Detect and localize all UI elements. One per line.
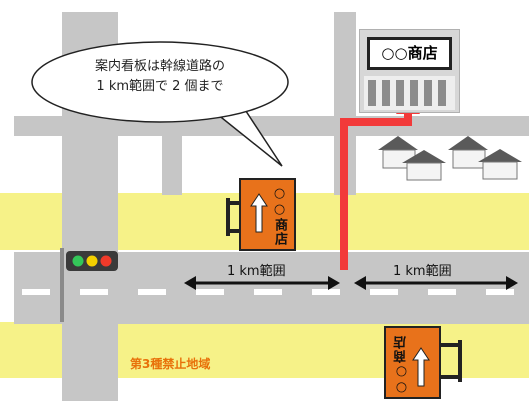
zone-label: 第3種禁止地域	[130, 357, 211, 371]
range-arrow-left	[184, 276, 340, 290]
house-icon	[402, 150, 446, 181]
callout-line-2: 1 km範囲で 2 個まで	[96, 79, 224, 94]
guide-sign-upper	[226, 178, 296, 251]
range-arrow-right	[354, 276, 518, 290]
shop-name: ○○商店	[367, 37, 452, 70]
house-icon	[448, 136, 488, 169]
upper-sign-text: ○○商店	[272, 186, 287, 246]
callout-text: 案内看板は幹線道路の 1 km範囲で 2 個まで	[60, 57, 260, 97]
callout-bubble	[31, 41, 289, 167]
range-label-right: 1 km範囲	[393, 264, 452, 279]
shop-storefront	[364, 76, 455, 110]
lower-sign-text: ○○商店	[394, 335, 409, 395]
traffic-signal-icon	[60, 248, 118, 322]
callout-line-1: 案内看板は幹線道路の	[94, 59, 225, 74]
house-icon	[478, 149, 522, 180]
vertical-road-middle	[162, 135, 182, 195]
shop-building: ○○商店	[359, 29, 460, 113]
guide-sign-lower	[384, 326, 462, 399]
range-label-left: 1 km範囲	[227, 264, 286, 279]
route-arrow	[340, 94, 420, 270]
lane-markings	[22, 289, 514, 295]
vertical-road-right	[334, 12, 356, 195]
